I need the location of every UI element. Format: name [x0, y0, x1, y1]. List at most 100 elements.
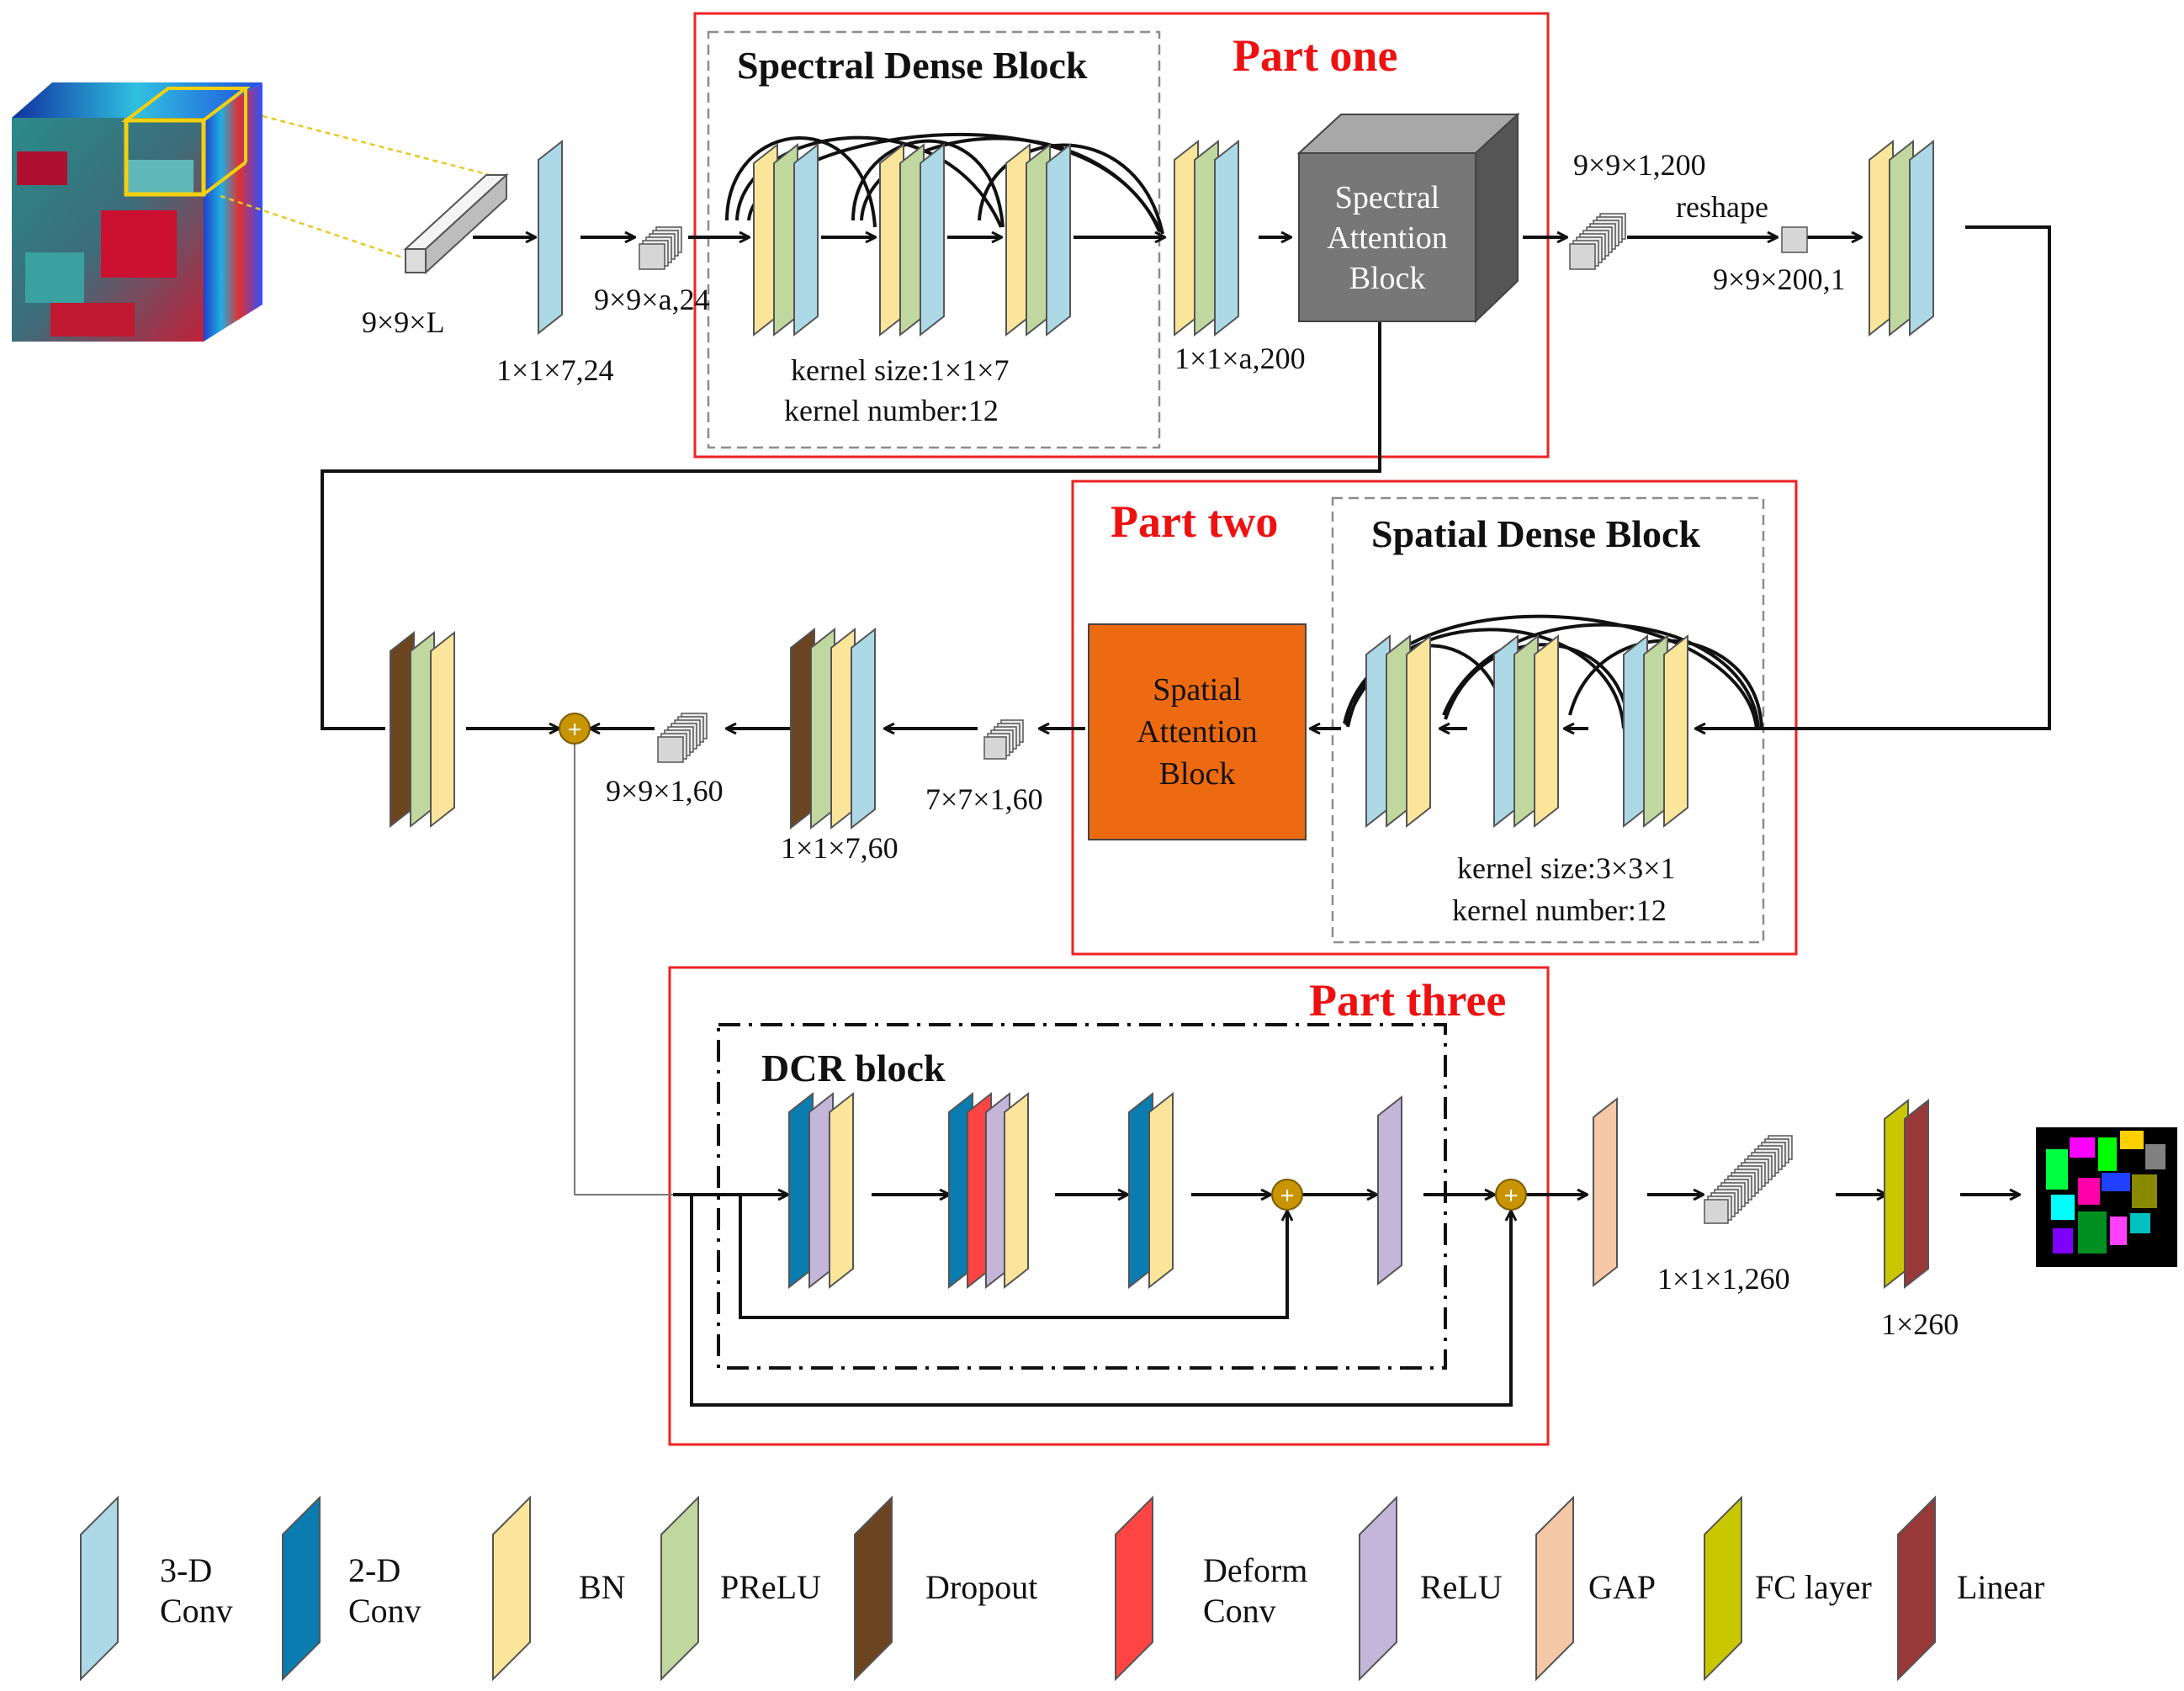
legend-label-deform: Deform	[1203, 1551, 1307, 1589]
stack-spatial-dense-1-bn-plate	[1406, 633, 1431, 829]
legend-label-bn: BN	[579, 1568, 626, 1606]
legend-swatch-bn	[492, 1495, 531, 1682]
stack-spectral-dense-3-conv3d-plate	[1046, 142, 1071, 337]
zoom-line-bottom	[220, 194, 418, 264]
stack-fc-linear	[1884, 1098, 1929, 1290]
stack-conv-1x1x7-60-conv3d-plate	[851, 627, 876, 830]
legend-swatch-linear	[1897, 1495, 1936, 1682]
part-three-box	[668, 966, 1550, 1446]
legend-item-gap: GAP	[1535, 1495, 1656, 1682]
spatial-kernel-number: kernel number:12	[1452, 893, 1667, 927]
stack-spectral-dense-2-conv3d-plate	[920, 142, 945, 337]
legend-label-dropout: Dropout	[925, 1568, 1037, 1606]
part-three-title: Part three	[1309, 975, 1506, 1026]
spatial-attention-label-1: Spatial	[1153, 672, 1242, 708]
stack-dcr-relu-relu-plate	[1377, 1095, 1402, 1286]
cube-7x7x1-60	[983, 719, 1024, 760]
legend-label-relu: ReLU	[1420, 1568, 1503, 1606]
legend-item-prelu: PReLU	[660, 1495, 821, 1682]
stack-middle-left	[390, 630, 455, 829]
add-node-1: +	[559, 713, 591, 745]
stack-gap-gap-plate	[1593, 1096, 1618, 1288]
part-one-box	[693, 12, 1550, 459]
spatial-attention-face	[1088, 623, 1307, 840]
stack-spectral-dense-2	[879, 142, 945, 337]
dim-cube-7x7: 7×7×1,60	[925, 782, 1043, 816]
legend-label-conv2d: Conv	[348, 1592, 421, 1630]
legend-swatch-fc	[1704, 1495, 1742, 1682]
legend-label-fc: FC layer	[1755, 1568, 1872, 1606]
stack-conv1	[538, 139, 563, 336]
legend-swatch-conv3d	[80, 1495, 119, 1682]
stack-middle-left-bn-plate	[430, 630, 455, 829]
add-node-3-symbol: +	[1503, 1182, 1518, 1210]
dim-after-reshape: 9×9×200,1	[1713, 262, 1846, 296]
spatial-attention-label-3: Block	[1159, 756, 1236, 792]
add-node-3: +	[1495, 1179, 1527, 1211]
stack-spatial-dense-2	[1493, 633, 1559, 829]
stack-fc-linear-linear-plate	[1904, 1098, 1929, 1290]
stack-spectral-dense-1-conv3d-plate	[793, 142, 819, 337]
spatial-kernel-size: kernel size:3×3×1	[1457, 851, 1676, 885]
dim-reshape: reshape	[1676, 190, 1768, 224]
cube-9x9x1-200	[1569, 213, 1626, 270]
stack-dcr-relu	[1377, 1095, 1402, 1286]
stack-spatial-dense-1	[1365, 633, 1431, 829]
stack-after-dense	[1174, 139, 1239, 337]
zoom-line-top	[262, 114, 497, 178]
legend-label-prelu: PReLU	[720, 1568, 821, 1606]
spectral-attention-label-1: Spectral	[1335, 180, 1440, 215]
cube-9x9x1-60	[657, 713, 708, 763]
legend-item-fc: FC layer	[1704, 1495, 1872, 1682]
stack-after-dense-conv3d-plate	[1214, 139, 1239, 337]
spatial-attention-label-2: Attention	[1137, 714, 1258, 750]
add-node-2-symbol: +	[1280, 1182, 1294, 1210]
spectral-kernel-size: kernel size:1×1×7	[791, 353, 1010, 387]
spatial-dense-block-title: Spatial Dense Block	[1371, 512, 1700, 555]
stack-conv1-conv3d-plate	[538, 139, 563, 336]
stack-spatial-dense-3-bn-plate	[1663, 633, 1688, 829]
cube-reshape-slice	[1781, 226, 1808, 253]
add-node-2: +	[1271, 1179, 1303, 1211]
legend-swatch-dropout	[854, 1495, 893, 1682]
cube-9x9xa-24	[639, 226, 682, 270]
stack-spatial-dense-3	[1623, 633, 1688, 829]
spatial-attention-block: Spatial Attention Block	[1088, 623, 1307, 840]
cube-1x1x1-260-slice	[1704, 1199, 1729, 1224]
dimension-labels: 9×9×L 1×1×7,24 9×9×a,24 1×1×a,200 9×9×1,…	[362, 148, 1959, 1341]
cube-9x9x1-200-slice	[1569, 243, 1596, 270]
dim-after-dense: 1×1×a,200	[1174, 342, 1306, 375]
stack-gap	[1593, 1096, 1618, 1288]
legend-item-relu: ReLU	[1359, 1495, 1503, 1682]
stack-after-reshape-conv3d-plate	[1909, 139, 1934, 337]
stack-spectral-dense-3	[1005, 142, 1071, 337]
stack-conv-1x1x7-60	[790, 627, 876, 830]
spatial-dense-block-box	[1331, 496, 1765, 944]
part-two-box	[1071, 480, 1798, 956]
dim-gap-out: 1×1×1,260	[1657, 1262, 1790, 1296]
stack-spatial-dense-2-bn-plate	[1534, 633, 1559, 829]
dim-cube2: 9×9×1,200	[1573, 148, 1706, 182]
spectral-attention-label-3: Block	[1349, 261, 1426, 296]
legend-swatch-gap	[1535, 1495, 1574, 1682]
legend-swatch-conv2d	[282, 1495, 321, 1682]
spectral-attention-face	[1298, 152, 1476, 322]
cube-9x9x1-60-slice	[657, 736, 684, 763]
input-patch	[403, 172, 509, 275]
legend-label-linear: Linear	[1957, 1568, 2044, 1606]
dim-cube-9x9: 9×9×1,60	[606, 774, 724, 808]
add-node-1-symbol: +	[567, 716, 581, 744]
feature-map-cubes	[639, 213, 1808, 1224]
legend-swatch-deform	[1115, 1495, 1153, 1682]
stack-dcr-1-bn-plate	[829, 1091, 854, 1290]
legend-label-gap: GAP	[1588, 1568, 1656, 1606]
part-two-title: Part two	[1111, 496, 1278, 547]
legend-swatch-relu	[1359, 1495, 1397, 1682]
stack-spectral-dense-1	[753, 142, 819, 337]
cube-reshape	[1781, 226, 1808, 253]
part-one-title: Part one	[1232, 30, 1397, 81]
dim-cube1: 9×9×a,24	[594, 283, 710, 316]
